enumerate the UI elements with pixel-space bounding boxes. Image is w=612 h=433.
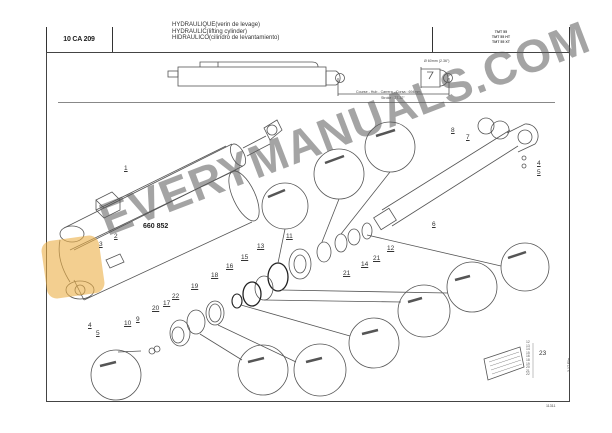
part-number-label: 660 852 (143, 223, 169, 230)
callout-2: 2 (114, 233, 118, 240)
side-code: 3.17.Elle (567, 358, 571, 372)
kit-item: 22 (526, 372, 530, 377)
title-en: HYDRAULIC(lifting cylinder) (172, 28, 248, 35)
header-divider (112, 27, 113, 52)
schematic-separator (58, 102, 555, 103)
callout-13: 13 (257, 243, 265, 250)
callout-10: 10 (124, 320, 132, 327)
callout-1: 1 (124, 165, 128, 172)
page-title: HYDRAULIQUE(verin de levage) HYDRAULIC(l… (112, 22, 432, 42)
callout-12: 12 (387, 245, 395, 252)
sheet-number: 11311 (546, 404, 556, 408)
callout-4: 4 (537, 160, 541, 167)
callout-4: 4 (88, 322, 92, 329)
kit-item: 13 (526, 343, 530, 348)
kit-item: 15 (526, 350, 530, 355)
title-fr: HYDRAULIQUE(verin de levage) (172, 22, 261, 28)
callout-15: 15 (241, 254, 249, 261)
callout-22: 22 (172, 293, 180, 300)
watermark-logo-icon (40, 234, 106, 300)
header-divider (432, 27, 433, 52)
kit-item: 16 (526, 354, 530, 359)
callout-5: 5 (537, 169, 541, 176)
callout-11: 11 (286, 233, 293, 240)
header-rule (46, 52, 570, 53)
model-item: TMT 55 HT (491, 35, 511, 39)
callout-21: 21 (373, 255, 381, 262)
kit-item: 19 (526, 361, 530, 366)
kit-list: 12 13 14 15 16 18 19 20 21 22 (526, 340, 530, 377)
callout-8: 8 (451, 127, 455, 134)
callout-20: 20 (152, 305, 160, 312)
kit-item: 12 (526, 340, 530, 344)
section-code: 10 CA 209 (63, 36, 95, 43)
callout-23: 23 (539, 350, 547, 357)
callout-7: 7 (466, 134, 470, 141)
stroke-label-imperial: Stroke : 27.32" (381, 96, 405, 100)
callout-21: 21 (343, 270, 351, 277)
callout-3: 3 (99, 241, 103, 248)
header-divider (46, 27, 47, 52)
kit-item: 18 (526, 357, 530, 362)
callout-17: 17 (163, 300, 171, 307)
diameter-label: Ø 60mm (2.36") (424, 59, 450, 63)
kit-item: 20 (526, 365, 530, 370)
callout-19: 19 (191, 283, 199, 290)
stroke-label: Course - Hub - Carrera - Corsa : 694mm (356, 90, 421, 94)
model-list: TMT 55 TMT 55 HT TMT 55 XT (432, 30, 570, 45)
model-item: TMT 55 XT (492, 40, 510, 44)
drawing-frame (46, 52, 570, 402)
kit-item: 21 (526, 368, 530, 373)
model-item: TMT 55 (494, 30, 508, 34)
title-es: HIDRAULICO(cilindro de levantamiento) (172, 35, 280, 42)
header-divider (569, 27, 570, 52)
callout-6: 6 (432, 221, 436, 228)
callout-9: 9 (136, 316, 140, 323)
callout-5: 5 (96, 330, 100, 337)
kit-item: 14 (526, 347, 530, 352)
callout-18: 18 (211, 272, 219, 279)
callout-16: 16 (226, 263, 234, 270)
callout-14: 14 (361, 261, 369, 268)
